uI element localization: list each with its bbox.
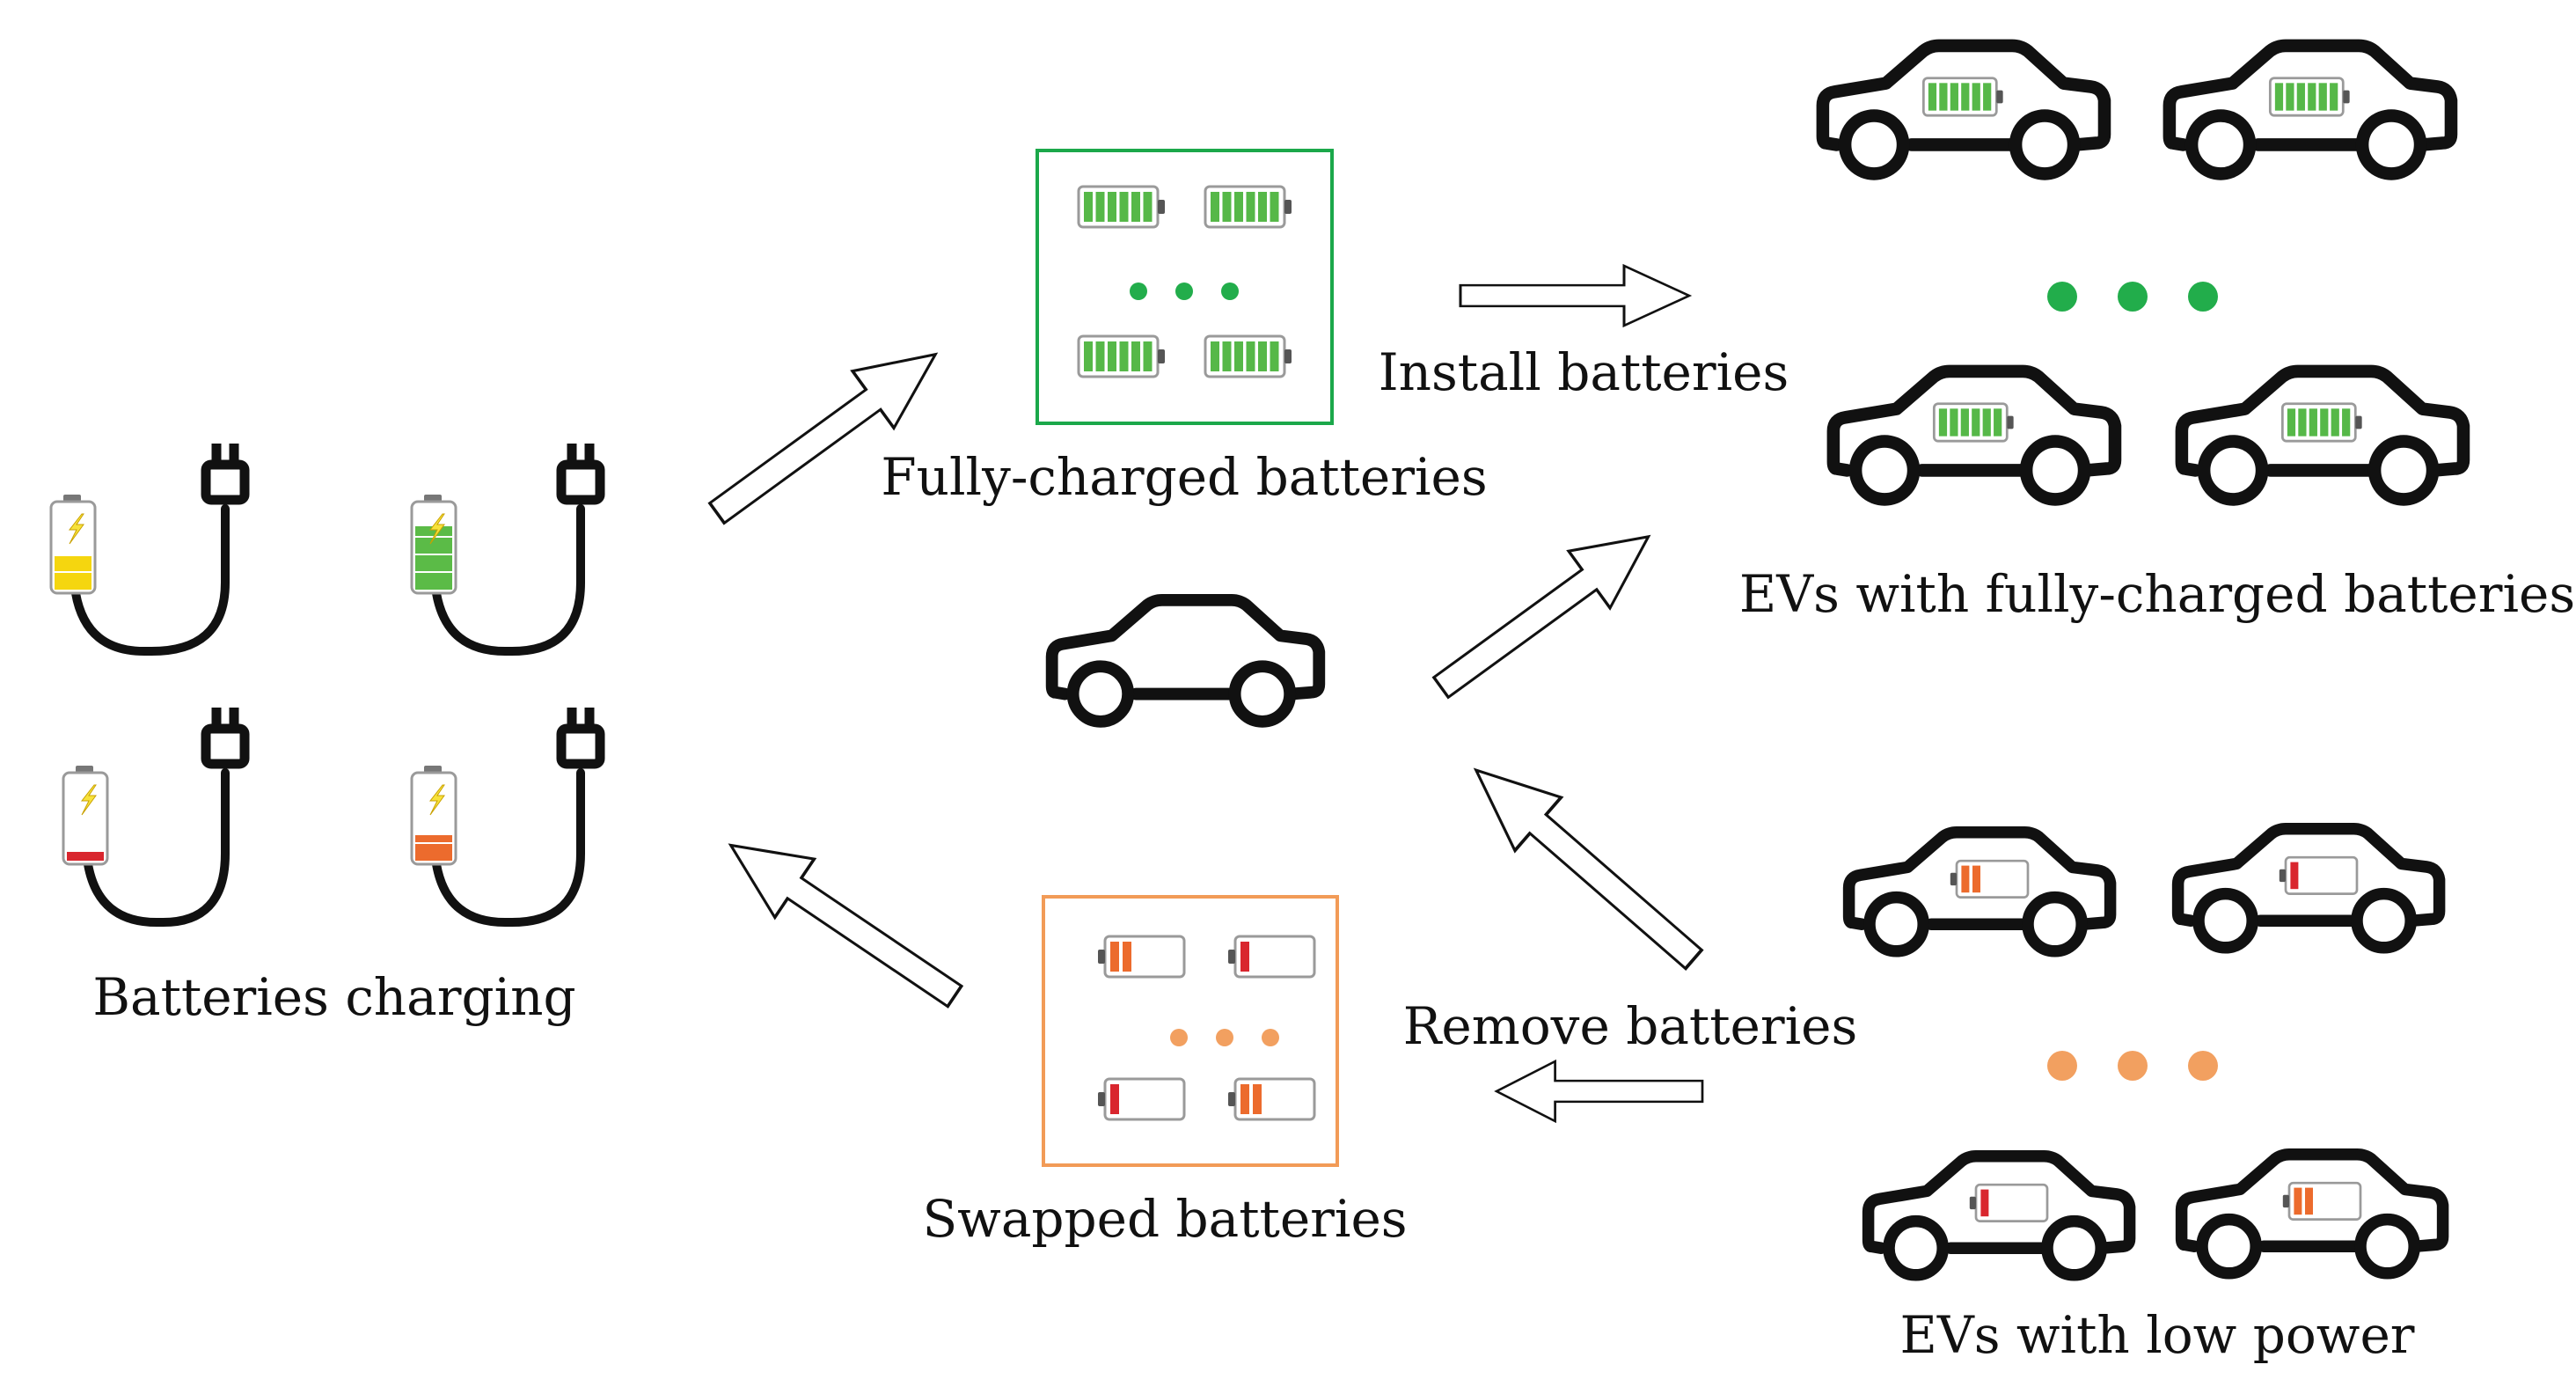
car-icon <box>2170 46 2451 174</box>
battery-icon <box>1077 334 1167 378</box>
charging-station <box>62 708 245 928</box>
ellipsis-dot <box>2047 282 2077 312</box>
battery-icon <box>1204 334 1293 378</box>
ellipsis-dot <box>1175 282 1193 300</box>
battery-icon <box>2278 855 2359 895</box>
charging-station <box>49 444 245 657</box>
ellipsis-dot <box>2047 1051 2077 1081</box>
evs-full-label: EVs with fully-charged batteries <box>1739 564 2575 624</box>
car-icon <box>1052 600 1320 722</box>
plug-icon <box>206 708 245 764</box>
swapped-batteries-label: Swapped batteries <box>922 1189 1407 1249</box>
batteries-charging-label: Batteries charging <box>92 967 575 1027</box>
battery-icon <box>410 766 457 866</box>
battery-icon <box>1226 1077 1316 1121</box>
arrow-icon <box>1495 1060 1704 1123</box>
battery-icon <box>1077 185 1167 229</box>
fully-charged-batteries-label: Fully-charged batteries <box>881 447 1487 507</box>
ellipsis-dot <box>1170 1029 1188 1046</box>
ellipsis-dot <box>1216 1029 1233 1046</box>
charging-station <box>410 444 600 657</box>
install-batteries-label: Install batteries <box>1379 342 1789 402</box>
remove-batteries-label: Remove batteries <box>1403 996 1857 1056</box>
car-icon <box>1823 46 2104 174</box>
battery-icon <box>1949 859 2030 899</box>
charging-station <box>410 708 600 928</box>
car-icon <box>2182 1155 2443 1273</box>
car-icon <box>1869 1156 2130 1275</box>
car-icon <box>2178 829 2440 948</box>
car-icon <box>2182 371 2463 500</box>
ellipsis-dot <box>1130 282 1147 300</box>
ellipsis-dot <box>2118 282 2148 312</box>
battery-icon <box>1968 1183 2049 1222</box>
ellipsis-dot <box>2188 282 2218 312</box>
battery-icon <box>2281 1181 2362 1221</box>
arrow-icon <box>1451 742 1718 987</box>
plug-icon <box>561 708 600 764</box>
ellipsis-dot <box>2188 1051 2218 1081</box>
swapped-batteries-box <box>1042 895 1339 1167</box>
battery-icon <box>2268 77 2352 117</box>
fully-charged-batteries-box <box>1036 149 1334 425</box>
battery-icon <box>2280 402 2364 443</box>
arrow-icon <box>1459 264 1691 327</box>
ellipsis-dot <box>1262 1029 1279 1046</box>
battery-icon <box>1226 935 1316 979</box>
battery-icon <box>410 495 457 595</box>
ellipsis-dot <box>1221 282 1239 300</box>
car-icon <box>1849 833 2111 951</box>
battery-icon <box>1204 185 1293 229</box>
car-icon <box>1833 371 2115 500</box>
plug-icon <box>561 444 600 500</box>
arrow-icon <box>694 324 958 544</box>
arrow-icon <box>1418 506 1671 717</box>
battery-icon <box>62 766 109 866</box>
battery-icon <box>1932 402 2016 443</box>
arrow-icon <box>709 814 977 1027</box>
plug-icon <box>206 444 245 500</box>
evs-low-label: EVs with low power <box>1899 1305 2414 1365</box>
ellipsis-dot <box>2118 1051 2148 1081</box>
battery-icon <box>1096 935 1186 979</box>
battery-icon <box>1096 1077 1186 1121</box>
charging-stations <box>49 444 600 928</box>
battery-icon <box>1921 77 2005 117</box>
battery-icon <box>49 495 97 595</box>
